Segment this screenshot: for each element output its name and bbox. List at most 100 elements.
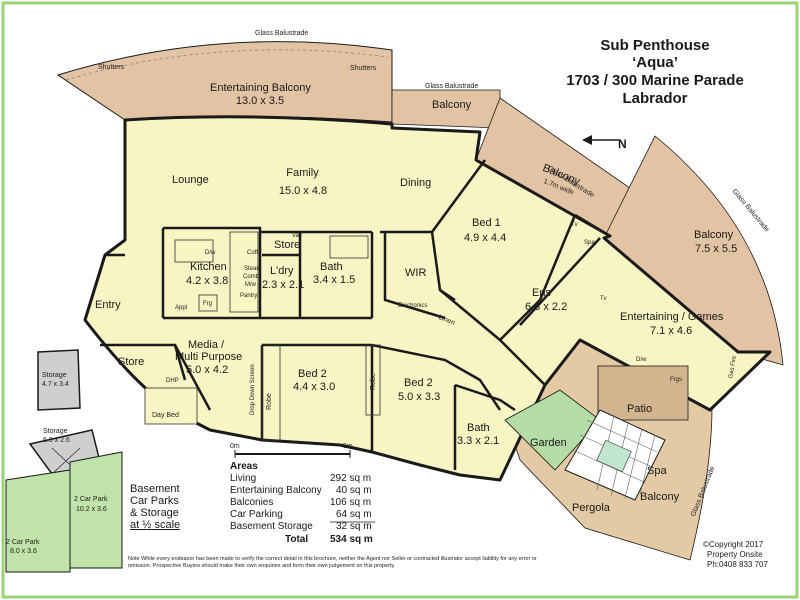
robe-1 xyxy=(261,344,281,441)
dhp-label: DHP xyxy=(166,378,179,384)
copyright-line-3: Ph:0408 833 707 xyxy=(707,560,768,569)
glass-balustrade-small: Glass Balustrade xyxy=(425,83,479,90)
storage1-dim: 4.7 x 3.4 xyxy=(42,381,69,388)
balcony-low-label: Balcony xyxy=(640,491,680,503)
steam-label: Steam xyxy=(244,266,262,272)
carpark1-label: 2 Car Park xyxy=(74,496,108,503)
bed1-dim: 4.9 x 4.4 xyxy=(464,232,507,244)
scale-0-label: 0m xyxy=(230,443,240,450)
disclaimer-note: Note While every endeavor has been made … xyxy=(128,556,537,570)
dw-label-2: D/w xyxy=(636,357,647,363)
frgs-label: Frgs xyxy=(670,377,682,383)
store-label: Store xyxy=(274,239,301,251)
entry-label: Entry xyxy=(95,299,121,311)
storage1-label: Storage xyxy=(42,372,67,379)
carpark2-area xyxy=(5,469,71,573)
robe-label-2: Robe xyxy=(370,373,377,390)
glass-balustrade-top: Glass Balustrade xyxy=(255,30,309,37)
bath1-label: Bath xyxy=(320,261,343,273)
basement-label-1: Basement xyxy=(130,483,180,495)
north-label: N xyxy=(618,137,627,151)
copyright-line-2: Property Onsite xyxy=(707,550,763,559)
bed2a-dim: 4.4 x 3.0 xyxy=(293,381,336,393)
tv-label-2: Tv xyxy=(600,296,607,302)
areas-row-name: Living xyxy=(230,473,257,484)
ent-balcony-dim: 13.0 x 3.5 xyxy=(235,95,285,107)
storage1-area xyxy=(37,349,81,411)
coff-label: Coff xyxy=(247,250,258,256)
interior-area xyxy=(83,115,772,482)
entertaining-label: Entertaining / Games xyxy=(620,311,724,323)
carpark2-dim: 8.0 x 3.6 xyxy=(10,548,37,555)
ldry-label: L'dry xyxy=(270,265,294,277)
storage2-label: Storage xyxy=(43,428,68,435)
areas-row-value: 32 sq m xyxy=(336,521,372,532)
day-bed-label: Day Bed xyxy=(152,412,179,419)
shutters-left: Shutters xyxy=(98,64,125,71)
ens-dim: 6.8 x 2.2 xyxy=(525,301,568,313)
ent-balcony-label: Entertaining Balcony xyxy=(210,82,311,94)
day-bed xyxy=(144,387,198,425)
combi-label: Combi xyxy=(243,274,261,280)
kitchen-dim: 4.2 x 3.8 xyxy=(186,275,229,287)
patio-label: Patio xyxy=(627,403,653,415)
carpark2-label: 2 Car Park xyxy=(6,539,40,546)
drop-down-screen-label: Drop Down Screen xyxy=(250,364,256,415)
areas-total-value: 534 sq m xyxy=(330,534,373,545)
areas-row-name: Car Parking xyxy=(230,509,283,520)
carpark1-dim: 10.2 x 3.6 xyxy=(76,506,107,513)
areas-row-value: 292 sq m xyxy=(330,473,372,484)
tv-label-1: Tv xyxy=(571,222,578,228)
balcony-big-area xyxy=(603,135,784,366)
kitchen-fridge xyxy=(198,294,218,312)
appl-label: Appl xyxy=(175,305,188,311)
bed1-label: Bed 1 xyxy=(472,217,501,229)
ens-label: Ens xyxy=(532,287,551,299)
kitchen-island xyxy=(174,239,214,263)
basement-label-3: & Storage xyxy=(130,507,179,519)
dining-label: Dining xyxy=(400,177,432,189)
storage2-dim: 6.0 x 2.6 xyxy=(43,437,70,444)
title-line-4: Labrador xyxy=(622,90,688,107)
bed2b-label: Bed 2 xyxy=(404,377,433,389)
areas-row-name: Entertaining Balcony xyxy=(230,485,322,496)
balcony-big-label: Balcony xyxy=(694,229,734,241)
media-label-2: Multi Purpose xyxy=(175,351,243,363)
balcony-big-dim: 7.5 x 5.5 xyxy=(695,243,738,255)
mw-label: M/w xyxy=(245,282,256,288)
title-line-3: 1703 / 300 Marine Parade xyxy=(566,72,744,89)
frg-label: Frg xyxy=(203,301,212,307)
spa-grid xyxy=(564,409,666,501)
scale-bar xyxy=(234,450,351,458)
vac-label: Vac xyxy=(292,233,302,239)
areas-total-label: Total xyxy=(285,534,309,545)
bath1-shower xyxy=(329,235,369,259)
areas-row-name: Basement Storage xyxy=(230,521,313,532)
entertaining-dim: 7.1 x 4.6 xyxy=(650,325,693,337)
dw-label: D/w xyxy=(205,250,216,256)
patio-area xyxy=(597,365,689,421)
title-line-2: ‘Aqua’ xyxy=(632,54,678,71)
robe-2 xyxy=(365,344,381,416)
kitchen-bench xyxy=(229,231,259,313)
bath2-label: Bath xyxy=(467,422,490,434)
pergola-label: Pergola xyxy=(572,502,610,514)
pantry-label: Pantry xyxy=(240,293,258,299)
north-arrow-icon xyxy=(582,135,620,145)
ldry-dim: 2.3 x 2.1 xyxy=(262,279,305,291)
areas-row-name: Balconies xyxy=(230,497,274,508)
shutters-right: Shutters xyxy=(350,65,377,72)
bath1-dim: 3.4 x 1.5 xyxy=(313,274,356,286)
areas-row-value: 106 sq m xyxy=(330,497,372,508)
balcony-small-label: Balcony xyxy=(432,99,472,111)
garden-label: Garden xyxy=(530,437,567,449)
robe-label-1: Robe xyxy=(266,393,273,410)
basement-label-4: at ½ scale xyxy=(130,519,181,531)
kitchen-label: Kitchen xyxy=(190,261,227,273)
media-dim: 5.0 x 4.2 xyxy=(186,364,229,376)
copyright-line-1: ©Copyright 2017 xyxy=(703,540,764,549)
bath2-dim: 3.3 x 2.1 xyxy=(457,435,500,447)
wir-label: WIR xyxy=(405,267,427,279)
areas-row-value: 40 sq m xyxy=(336,485,372,496)
